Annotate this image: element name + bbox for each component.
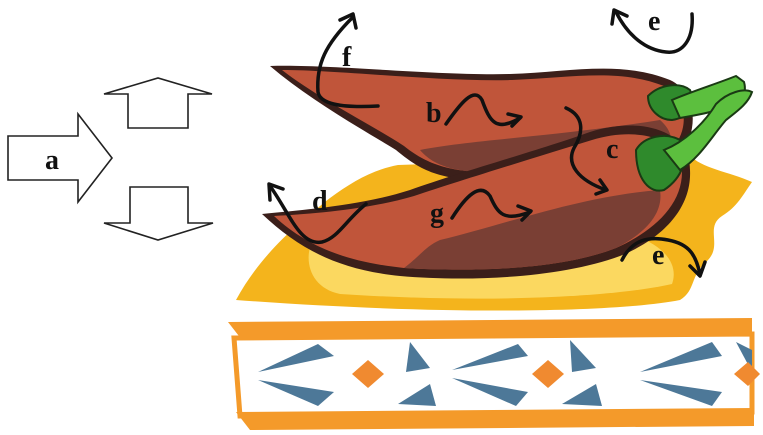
up-arrow-outline-icon xyxy=(104,78,212,128)
tile-body xyxy=(234,334,752,416)
label-c: c xyxy=(606,134,618,165)
label-e-bottom: e xyxy=(652,240,664,271)
label-f: f xyxy=(342,42,352,73)
label-b: b xyxy=(426,98,442,129)
down-arrow-outline-icon xyxy=(104,187,213,240)
label-a: a xyxy=(45,145,59,176)
label-d: d xyxy=(312,186,328,217)
label-e-top: e xyxy=(648,6,660,37)
right-arrow-outline-icon xyxy=(8,114,112,202)
tile-pattern-band xyxy=(228,318,760,430)
label-g: g xyxy=(430,198,444,229)
input-arrow-group: a xyxy=(8,114,112,202)
